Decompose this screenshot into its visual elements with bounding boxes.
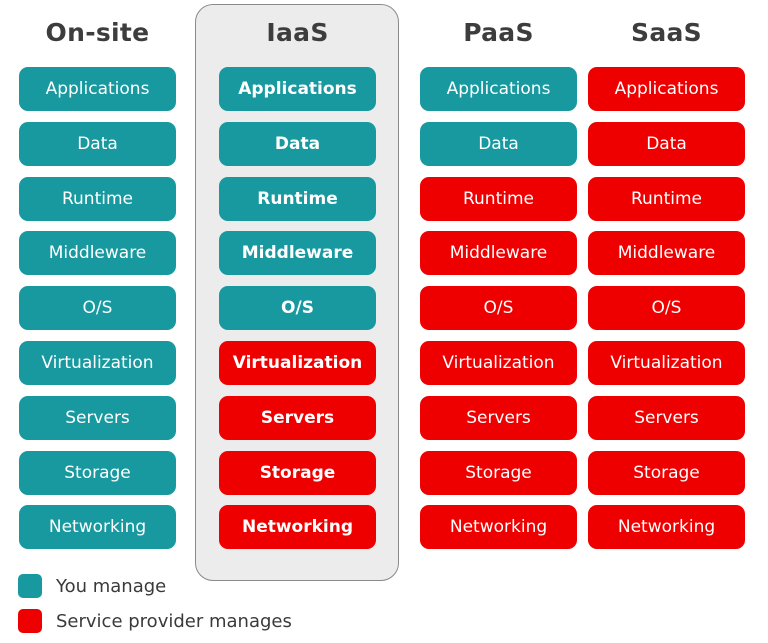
layer-networking: Networking xyxy=(219,505,376,549)
layer-storage: Storage xyxy=(588,451,745,495)
layer-data: Data xyxy=(219,122,376,166)
legend-swatch xyxy=(18,574,42,598)
column-title: PaaS xyxy=(463,18,534,47)
layer-virtualization: Virtualization xyxy=(420,341,577,385)
layer-o-s: O/S xyxy=(420,286,577,330)
legend-swatch xyxy=(18,609,42,633)
layer-networking: Networking xyxy=(588,505,745,549)
layer-applications: Applications xyxy=(588,67,745,111)
layer-servers: Servers xyxy=(420,396,577,440)
layer-networking: Networking xyxy=(420,505,577,549)
layer-virtualization: Virtualization xyxy=(19,341,176,385)
legend-item-you-manage: You manage xyxy=(18,574,166,598)
layer-o-s: O/S xyxy=(219,286,376,330)
layer-middleware: Middleware xyxy=(19,231,176,275)
layer-virtualization: Virtualization xyxy=(219,341,376,385)
layer-middleware: Middleware xyxy=(219,231,376,275)
layer-applications: Applications xyxy=(219,67,376,111)
layer-virtualization: Virtualization xyxy=(588,341,745,385)
column-title: IaaS xyxy=(266,18,329,47)
layer-runtime: Runtime xyxy=(420,177,577,221)
layer-data: Data xyxy=(19,122,176,166)
layer-storage: Storage xyxy=(420,451,577,495)
legend-item-service-provider-manages: Service provider manages xyxy=(18,609,292,633)
layer-middleware: Middleware xyxy=(588,231,745,275)
layer-data: Data xyxy=(588,122,745,166)
layer-servers: Servers xyxy=(588,396,745,440)
layer-storage: Storage xyxy=(19,451,176,495)
layer-runtime: Runtime xyxy=(19,177,176,221)
column-title: SaaS xyxy=(631,18,702,47)
layer-networking: Networking xyxy=(19,505,176,549)
layer-runtime: Runtime xyxy=(219,177,376,221)
layer-servers: Servers xyxy=(19,396,176,440)
layer-servers: Servers xyxy=(219,396,376,440)
layer-applications: Applications xyxy=(420,67,577,111)
legend-label: Service provider manages xyxy=(56,610,292,632)
legend-label: You manage xyxy=(56,575,167,597)
layer-o-s: O/S xyxy=(588,286,745,330)
layer-data: Data xyxy=(420,122,577,166)
column-title: On-site xyxy=(45,18,150,47)
layer-middleware: Middleware xyxy=(420,231,577,275)
layer-applications: Applications xyxy=(19,67,176,111)
layer-storage: Storage xyxy=(219,451,376,495)
layer-o-s: O/S xyxy=(19,286,176,330)
layer-runtime: Runtime xyxy=(588,177,745,221)
